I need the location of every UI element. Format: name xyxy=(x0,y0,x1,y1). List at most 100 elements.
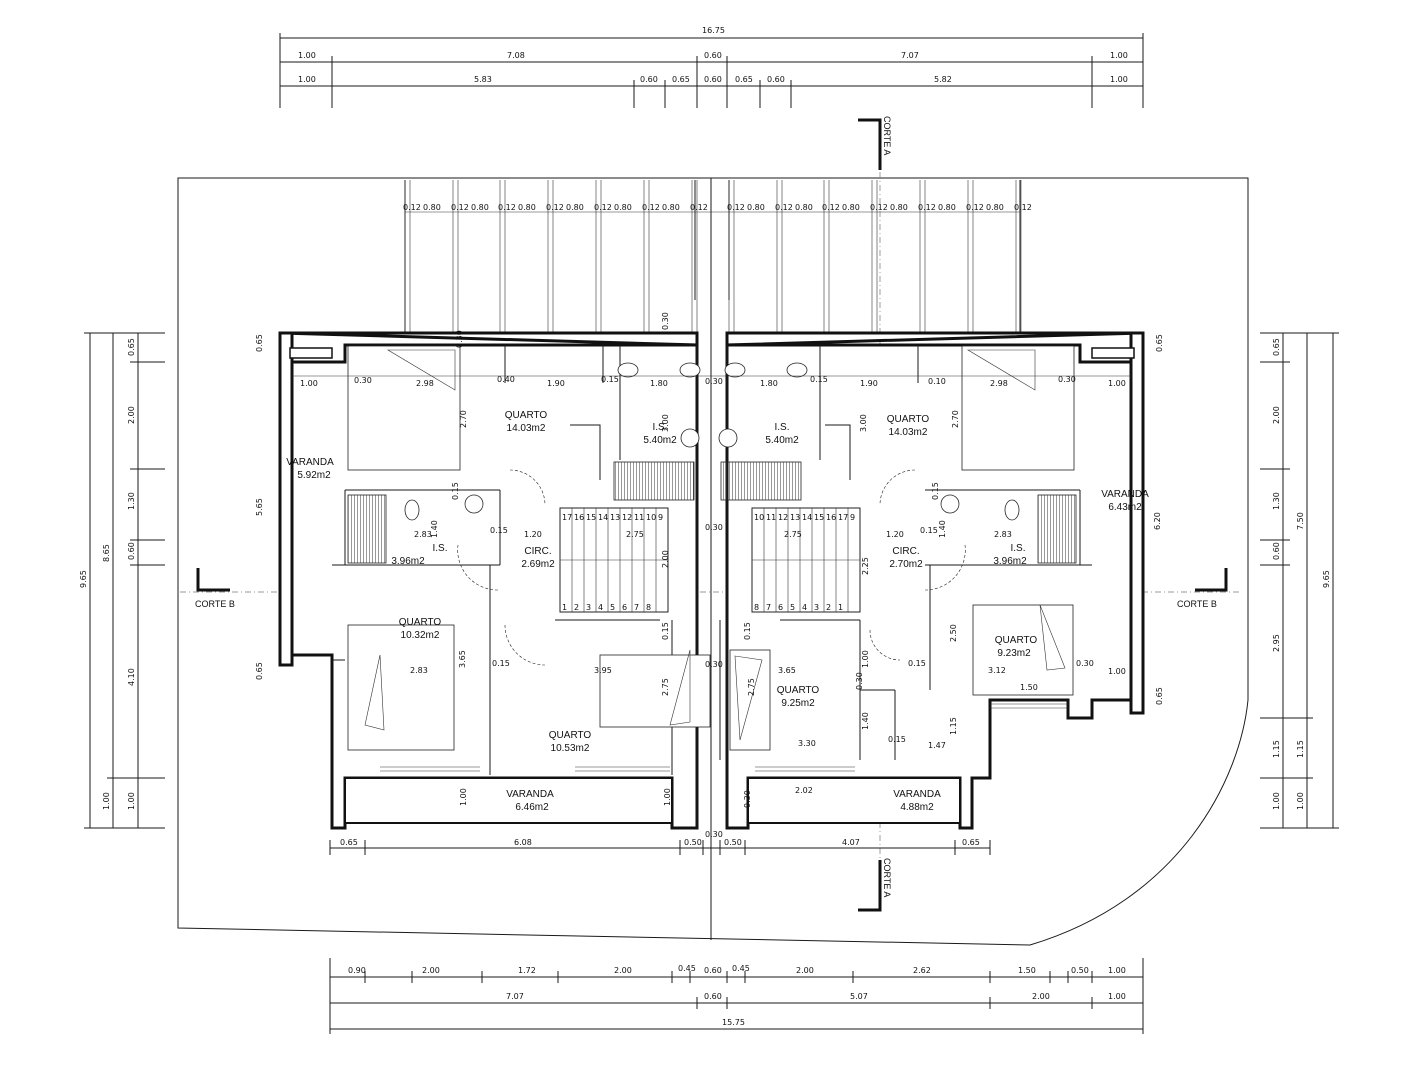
dim-left-7: 1.00 xyxy=(102,792,111,810)
pergola-label-beam: 0.12 xyxy=(775,203,793,212)
stair-number: 4 xyxy=(802,603,807,612)
stair-number: 7 xyxy=(766,603,771,612)
pergola-label-beam: 0.12 xyxy=(870,203,888,212)
stair-number: 14 xyxy=(598,513,608,522)
idim-21: 0.15 xyxy=(490,526,508,535)
room-circ-r-area: 2.70m2 xyxy=(889,559,923,570)
pergola-label-beam: 0.12 xyxy=(498,203,516,212)
idim-38: 2.75 xyxy=(661,678,670,696)
dim-right-7: 1.00 xyxy=(1272,792,1281,810)
bdim-5: 0.50 xyxy=(724,838,742,847)
idim-57: 0.65 xyxy=(255,662,264,680)
idim-8: 1.80 xyxy=(760,379,778,388)
idim-28: 1.40 xyxy=(430,520,439,538)
stair-number: 14 xyxy=(802,513,812,522)
stair-number: 12 xyxy=(778,513,788,522)
dim-right-9: 1.00 xyxy=(1296,792,1305,810)
idim-10: 1.90 xyxy=(860,379,878,388)
stair-number: 3 xyxy=(814,603,819,612)
bot-r1-4: 2.00 xyxy=(614,966,632,975)
bot-total: 15.75 xyxy=(722,1018,745,1027)
dim-left-mid: 8.65 xyxy=(102,544,111,562)
bdim-4: 0.30 xyxy=(705,830,723,839)
stair-number: 16 xyxy=(574,513,584,522)
idim-7: 0.30 xyxy=(705,377,723,386)
bot-r2-5: 1.00 xyxy=(1108,992,1126,1001)
idim-24: 2.75 xyxy=(784,530,802,539)
stair-number: 8 xyxy=(646,603,651,612)
dim-left-2: 2.00 xyxy=(127,406,136,424)
dim-left-1: 0.65 xyxy=(127,338,136,356)
idim-6: 1.80 xyxy=(650,379,668,388)
pergola-label-beam: 0.12 xyxy=(690,203,708,212)
room-quarto-mr-area: 9.23m2 xyxy=(997,648,1031,659)
bot-r2-1: 7.07 xyxy=(506,992,524,1001)
pergola-label-gap: 0.80 xyxy=(566,203,584,212)
pergola-label-gap: 0.80 xyxy=(471,203,489,212)
bottom-dimensions: 0.90 2.00 1.72 2.00 0.45 0.60 0.45 2.00 … xyxy=(329,958,1144,1034)
room-varanda-br-name: VARANDA xyxy=(893,789,941,800)
idim-23: 2.75 xyxy=(626,530,644,539)
room-is-mr-area: 3.96m2 xyxy=(993,556,1027,567)
idim-49: 1.47 xyxy=(928,741,946,750)
stair-number: 15 xyxy=(586,513,596,522)
stair-number: 13 xyxy=(790,513,800,522)
dim-right-8: 1.15 xyxy=(1296,740,1305,758)
room-varanda-br-area: 4.88m2 xyxy=(900,802,934,813)
idim-30: 5.65 xyxy=(255,498,264,516)
bot-r2-3: 5.07 xyxy=(850,992,868,1001)
stair-number: 7 xyxy=(634,603,639,612)
room-quarto-bl-name: QUARTO xyxy=(549,730,592,741)
idim-48: 0.15 xyxy=(888,735,906,744)
idim-55: 0.65 xyxy=(255,334,264,352)
dim-right-4: 0.60 xyxy=(1272,542,1281,560)
idim-67: 1.00 xyxy=(1108,667,1126,676)
dim-left-4: 0.60 xyxy=(127,542,136,560)
bdim-6: 4.07 xyxy=(842,838,860,847)
idim-14: 1.00 xyxy=(300,379,318,388)
bot-r2-4: 2.00 xyxy=(1032,992,1050,1001)
room-varanda-r-area: 6.43m2 xyxy=(1108,502,1142,513)
room-quarto-bc-name: QUARTO xyxy=(777,685,820,696)
bot-r1-5: 0.45 xyxy=(678,964,696,973)
idim-17: 3.00 xyxy=(661,414,670,432)
pergola-label-beam: 0.12 xyxy=(642,203,660,212)
dim-top-r3-9: 1.00 xyxy=(1110,75,1128,84)
pergola-label-beam: 0.12 xyxy=(727,203,745,212)
pergola-label-beam: 0.12 xyxy=(594,203,612,212)
idim-46: 1.40 xyxy=(861,712,870,730)
idim-32: 2.00 xyxy=(661,550,670,568)
room-varanda-l-name: VARANDA xyxy=(286,457,334,468)
idim-39: 2.75 xyxy=(747,678,756,696)
dim-top-r3-1: 1.00 xyxy=(298,75,316,84)
dim-top-total: 16.75 xyxy=(702,26,725,35)
room-varanda-r-name: VARANDA xyxy=(1101,489,1149,500)
room-circ-l-area: 2.69m2 xyxy=(521,559,555,570)
dim-right-outer: 9.65 xyxy=(1322,570,1331,588)
dim-left-outer: 9.65 xyxy=(79,570,88,588)
bot-r1-8: 2.00 xyxy=(796,966,814,975)
idim-5: 0.15 xyxy=(601,375,619,384)
fixtures xyxy=(347,345,1077,751)
room-is-tr-name: I.S. xyxy=(774,422,789,433)
room-quarto-ml-area: 10.32m2 xyxy=(401,630,440,641)
idim-64: 0.30 xyxy=(705,523,723,532)
idim-29: 1.40 xyxy=(938,520,947,538)
bot-r1-6: 0.60 xyxy=(704,966,722,975)
dim-top-r3-5: 0.60 xyxy=(704,75,722,84)
stair-number: 2 xyxy=(826,603,831,612)
stair-number: 5 xyxy=(610,603,615,612)
pergola-label-beam: 0.12 xyxy=(918,203,936,212)
idim-16: 2.70 xyxy=(459,410,468,428)
idim-35: 3.65 xyxy=(458,650,467,668)
idim-47: 3.30 xyxy=(798,739,816,748)
pergola-label-gap: 0.80 xyxy=(795,203,813,212)
bot-r1-11: 0.50 xyxy=(1071,966,1089,975)
idim-27: 2.83 xyxy=(994,530,1012,539)
pergola-label-beam: 0.12 xyxy=(403,203,421,212)
stair-number: 8 xyxy=(754,603,759,612)
idim-25: 1.20 xyxy=(886,530,904,539)
idim-4: 1.90 xyxy=(547,379,565,388)
stair-number: 11 xyxy=(634,513,644,522)
